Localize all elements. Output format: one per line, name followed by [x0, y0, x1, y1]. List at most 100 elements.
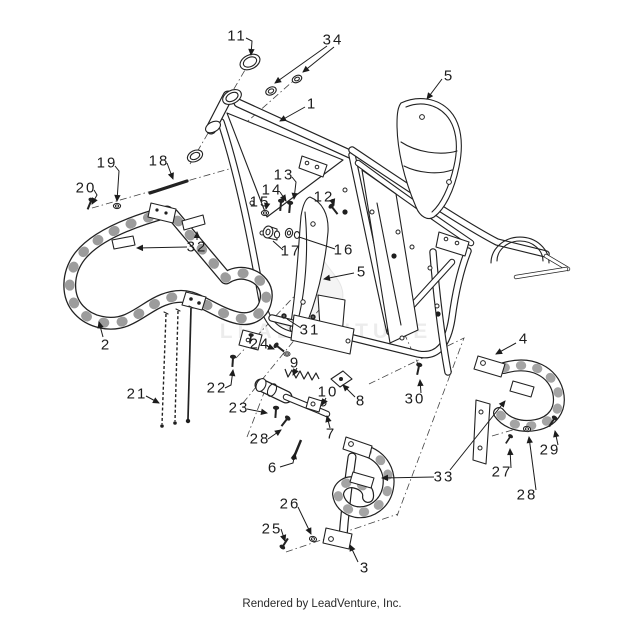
part-label-32-33: 32 — [187, 239, 208, 256]
part-label-31-32: 31 — [300, 322, 321, 339]
part-label-1-0: 1 — [307, 96, 317, 113]
leader-line-34 — [302, 46, 335, 73]
bolt-30 — [413, 361, 424, 377]
part-label-17-17: 17 — [281, 243, 302, 260]
leader-line-17 — [272, 240, 284, 251]
guard-decal — [509, 380, 535, 398]
leader-line-33 — [381, 474, 435, 482]
part-label-13-13: 13 — [274, 167, 295, 184]
leader-line-27 — [507, 448, 514, 469]
side-panel-upper — [396, 98, 462, 220]
leader-line-3 — [349, 544, 359, 563]
rear-guard-left — [322, 436, 389, 550]
part-label-30-31: 30 — [405, 391, 426, 408]
part-label-23-23: 23 — [229, 400, 250, 417]
cable-ties — [160, 305, 194, 428]
part-label-5-4: 5 — [444, 68, 454, 85]
bolt-22 — [228, 353, 238, 369]
leader-line-11 — [245, 37, 255, 56]
part-label-12-12: 12 — [314, 189, 335, 206]
leader-line-23 — [246, 408, 268, 415]
guard-decal — [349, 471, 375, 489]
washer-19 — [112, 202, 122, 210]
bolt-31a — [281, 313, 287, 319]
bushing-17 — [262, 225, 281, 241]
part-label-4-3: 4 — [519, 331, 529, 348]
leader-line-32 — [136, 244, 188, 252]
leader-line-6 — [279, 452, 297, 468]
leader-line-26 — [297, 506, 312, 535]
part-label-7-7: 7 — [326, 426, 336, 443]
part-label-33-34: 33 — [434, 469, 455, 486]
leader-line-15 — [264, 202, 271, 210]
main-frame — [205, 89, 568, 372]
leader-line-12 — [329, 198, 336, 206]
leader-line-33 — [449, 400, 506, 471]
leader-line-28 — [267, 429, 282, 440]
leader-line-22 — [224, 369, 236, 389]
bolt-24 — [271, 340, 288, 355]
leader-line-21 — [145, 395, 160, 404]
washer-15 — [260, 209, 270, 217]
part-label-19-19: 19 — [97, 155, 118, 172]
leader-line-10 — [321, 397, 328, 406]
part-label-6-6: 6 — [268, 460, 278, 477]
leader-line-4 — [495, 342, 517, 355]
part-label-3-2: 3 — [360, 560, 370, 577]
bearing-cups-and-seals — [186, 53, 303, 163]
part-label-18-18: 18 — [149, 153, 170, 170]
leader-line-28 — [526, 436, 537, 491]
part-label-8-8: 8 — [356, 393, 366, 410]
part-label-16-16: 16 — [334, 242, 355, 259]
guard-decal — [181, 214, 206, 231]
part-label-9-9: 9 — [290, 355, 300, 372]
part-label-15-15: 15 — [250, 194, 271, 211]
footer-credit: Rendered by LeadVenture, Inc. — [242, 598, 402, 610]
engine-guard-left — [70, 202, 267, 323]
leader-line-30 — [417, 379, 424, 394]
bolt-23 — [271, 404, 281, 420]
part-label-21-21: 21 — [127, 386, 148, 403]
part-label-14-14: 14 — [262, 182, 283, 199]
leader-line-9 — [292, 367, 299, 376]
stud-6 — [291, 439, 303, 460]
part-label-11-11: 11 — [227, 28, 247, 45]
part-label-24-24: 24 — [250, 336, 271, 353]
bolt-20 — [83, 195, 97, 212]
part-label-27-27: 27 — [492, 464, 513, 481]
part-label-26-26: 26 — [280, 496, 301, 513]
part-label-10-10: 10 — [318, 384, 339, 401]
leader-line-24 — [266, 343, 275, 350]
leader-line-31 — [286, 318, 302, 329]
part-label-28-28: 28 — [250, 431, 271, 448]
washer-26 — [308, 535, 318, 543]
kickstand-spring — [284, 368, 320, 381]
part-label-25-25: 25 — [262, 521, 283, 538]
fasteners — [83, 195, 560, 552]
part-label-34-35: 34 — [323, 32, 344, 49]
side-cover-panel — [289, 196, 329, 337]
part-label-29-30: 29 — [540, 442, 561, 459]
bolt-14 — [285, 199, 295, 215]
part-label-2-1: 2 — [101, 337, 111, 354]
leader-line-19 — [114, 165, 121, 202]
bolt-28-left — [278, 413, 293, 430]
leader-line-5 — [323, 272, 355, 281]
leader-line-7 — [325, 415, 332, 429]
washer-28-right — [522, 425, 532, 433]
mounting-rod — [148, 179, 189, 195]
bolt-31b — [310, 314, 316, 320]
bolt-27 — [502, 432, 515, 446]
part-label-22-22: 22 — [207, 380, 228, 397]
leader-line-29 — [553, 430, 560, 446]
leader-line-13 — [291, 176, 298, 200]
leader-line-1 — [279, 106, 306, 122]
guard-decal — [111, 235, 136, 250]
bushing-16 — [284, 227, 301, 239]
leader-line-25 — [280, 528, 287, 542]
leader-line-2 — [97, 321, 104, 338]
part-label-28-29: 28 — [517, 487, 538, 504]
